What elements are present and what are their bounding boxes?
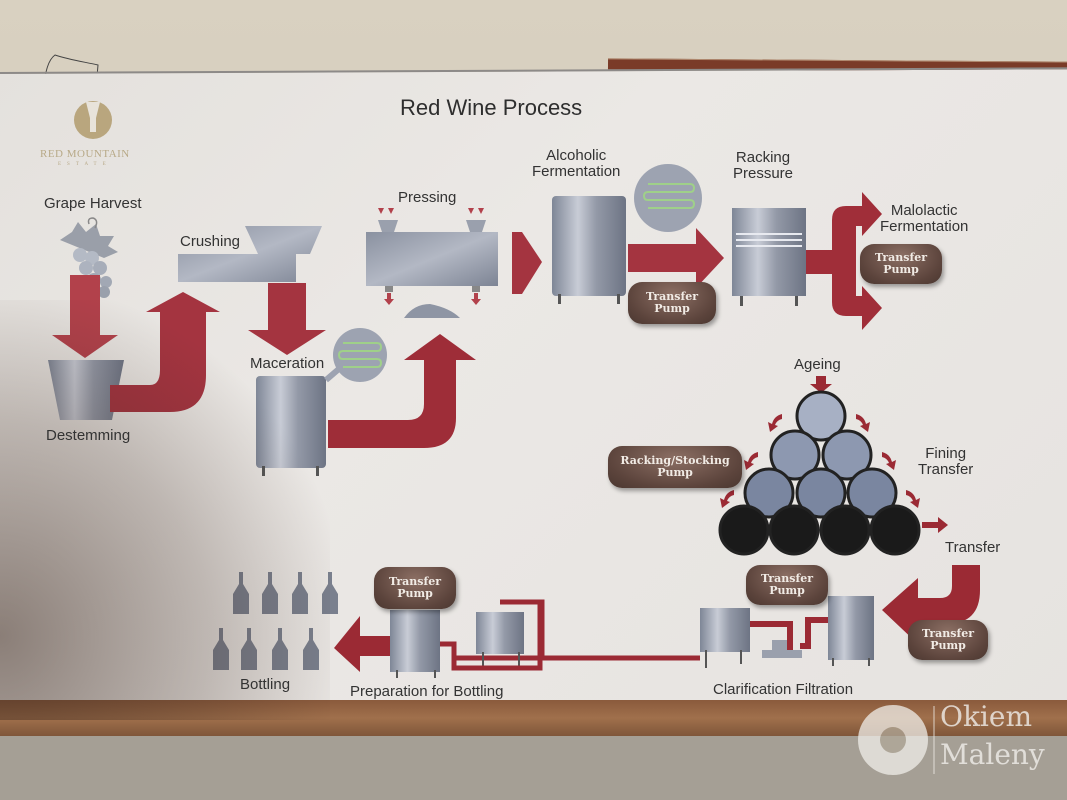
- label-line: Transfer: [918, 461, 974, 478]
- watermark-line2: Maleny: [940, 738, 1045, 771]
- arrow-destem-to-crush: [110, 292, 220, 412]
- label-line: Racking: [735, 149, 791, 166]
- label-racking-pressure: Racking Pressure: [733, 150, 793, 182]
- label-preparation-for-bottling: Preparation for Bottling: [350, 683, 504, 700]
- press-icon: [366, 208, 498, 318]
- arrow-prep-to-bottling: [334, 616, 390, 672]
- pump-label: Transfer: [921, 627, 975, 640]
- arrow-crush-to-maceration: [248, 283, 326, 355]
- pump-label: Transfer: [388, 575, 442, 588]
- bottles-icon: [213, 572, 338, 670]
- watermark-line1: Okiem: [940, 700, 1032, 733]
- preparation-tanks-icon: [390, 599, 543, 678]
- label-line: Alcoholic: [546, 147, 607, 164]
- poster-title: Red Wine Process: [400, 95, 583, 120]
- transfer-pump-transfer: Transfer Pump: [908, 620, 988, 660]
- pump-label: Pump: [930, 639, 966, 652]
- pump-label: Pump: [654, 302, 690, 315]
- label-ageing: Ageing: [794, 356, 841, 373]
- label-line: Fermentation: [532, 163, 621, 180]
- logo-subtitle: ESTATE: [58, 162, 112, 167]
- arrow-transfer-to-clarification: [882, 565, 980, 644]
- racking-stocking-pump: Racking/Stocking Pump: [608, 446, 742, 488]
- label-alcoholic-fermentation: Alcoholic Fermentation: [532, 148, 620, 180]
- label-pressing: Pressing: [398, 189, 457, 206]
- arrow-racking-to-malolactic: [806, 192, 882, 330]
- transfer-pump-malolactic: Transfer Pump: [860, 244, 942, 284]
- label-line: Fermentation: [880, 218, 969, 235]
- maceration-tank-icon: [256, 328, 387, 476]
- label-maceration: Maceration: [250, 355, 325, 372]
- label-transfer: Transfer: [945, 539, 1001, 556]
- crusher-icon: [178, 226, 322, 282]
- pump-label: Pump: [883, 263, 919, 276]
- transfer-pump-fermentation: Transfer Pump: [628, 282, 716, 324]
- label-crushing: Crushing: [180, 233, 241, 250]
- label-malolactic-fermentation: Malolactic Fermentation: [880, 203, 968, 235]
- fermentation-tank-icon: [552, 164, 702, 304]
- label-line: Fining: [925, 445, 967, 462]
- arrow-maceration-to-press: [328, 334, 476, 448]
- clarification-equipment: [700, 596, 874, 668]
- pump-label: Pump: [769, 584, 805, 597]
- logo-emblem: [74, 101, 112, 139]
- pump-label: Pump: [397, 587, 433, 600]
- label-clarification-filtration: Clarification Filtration: [713, 681, 854, 698]
- label-fining-transfer: Fining Transfer: [918, 446, 973, 478]
- barrel-pyramid: [718, 376, 948, 556]
- transfer-pump-preparation: Transfer Pump: [374, 567, 456, 609]
- label-grape-harvest: Grape Harvest: [44, 195, 142, 212]
- arrow-ferment-to-racking: [628, 228, 724, 288]
- pump-label: Pump: [657, 466, 693, 479]
- arrow-press-to-ferment: [512, 232, 542, 294]
- racking-tank-icon: [732, 208, 806, 306]
- logo-name: RED MOUNTAIN: [40, 148, 130, 160]
- transfer-pump-clarification: Transfer Pump: [746, 565, 828, 605]
- label-bottling: Bottling: [240, 676, 291, 693]
- pump-label: Racking/Stocking: [620, 454, 730, 467]
- label-line: Pressure: [733, 165, 794, 182]
- label-line: Malolactic: [890, 202, 958, 219]
- pump-label: Transfer: [645, 290, 699, 303]
- label-destemming: Destemming: [46, 427, 131, 444]
- pump-label: Transfer: [760, 572, 814, 585]
- pump-label: Transfer: [874, 251, 928, 264]
